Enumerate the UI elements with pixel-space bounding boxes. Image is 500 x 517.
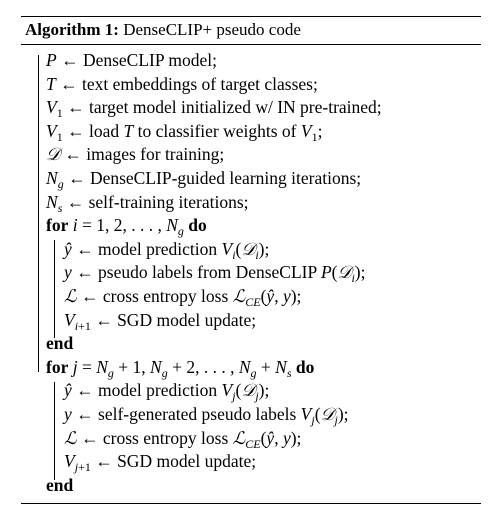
algorithm-line-5: 𝒟 ← images for training; [46, 144, 225, 166]
bottom-rule [21, 503, 481, 504]
algorithm-line-12: Vi+1 ← SGD model update; [64, 309, 257, 333]
algorithm-caption: Algorithm 1: DenseCLIP+ pseudo code [25, 19, 301, 41]
algorithm-line-9: ŷ ← model prediction Vi(𝒟i); [64, 238, 270, 262]
loop-3-bar [54, 382, 55, 480]
algorithm-line-16: y ← self-generated pseudo labels Vj(𝒟j); [64, 404, 349, 427]
caption-rule [21, 44, 481, 45]
caption-label: Algorithm 1: [25, 20, 119, 39]
top-rule [21, 16, 481, 17]
loop-2-bar [54, 240, 55, 338]
algorithm-line-4: V1 ← load T to classifier weights of V1; [46, 120, 323, 144]
algorithm-line-11: ℒ ← cross entropy loss ℒCE(ŷ, y); [64, 286, 302, 309]
algorithm-line-18: Vj+1 ← SGD model update; [64, 451, 257, 475]
algorithm-line-2: T ← text embeddings of target classes; [46, 73, 318, 94]
algorithm-line-3: V1 ← target model initialized w/ IN pre-… [46, 97, 382, 121]
algorithm-line-14: for j = Ng + 1, Ng + 2, . . . , Ng + Ns … [46, 356, 315, 380]
caption-title: DenseCLIP+ pseudo code [123, 20, 301, 39]
algorithm-line-6: Ng ← DenseCLIP-guided learning iteration… [46, 168, 362, 191]
algorithm-line-17: ℒ ← cross entropy loss ℒCE(ŷ, y); [64, 427, 302, 451]
algorithm-line-13: end [46, 333, 74, 354]
algorithm-line-7: Ns ← self-training iterations; [46, 191, 249, 215]
algorithm-line-8: for i = 1, 2, . . . , Ng do [46, 215, 207, 239]
algorithm-line-1: P ← DenseCLIP model; [46, 50, 217, 70]
loop-1-bar [38, 55, 39, 372]
algorithm-line-10: y ← pseudo labels from DenseCLIP P(𝒟i); [64, 262, 366, 286]
algorithm-line-19: end [46, 474, 74, 495]
algorithm-line-15: ŷ ← model prediction Vj(𝒟j); [64, 380, 270, 404]
